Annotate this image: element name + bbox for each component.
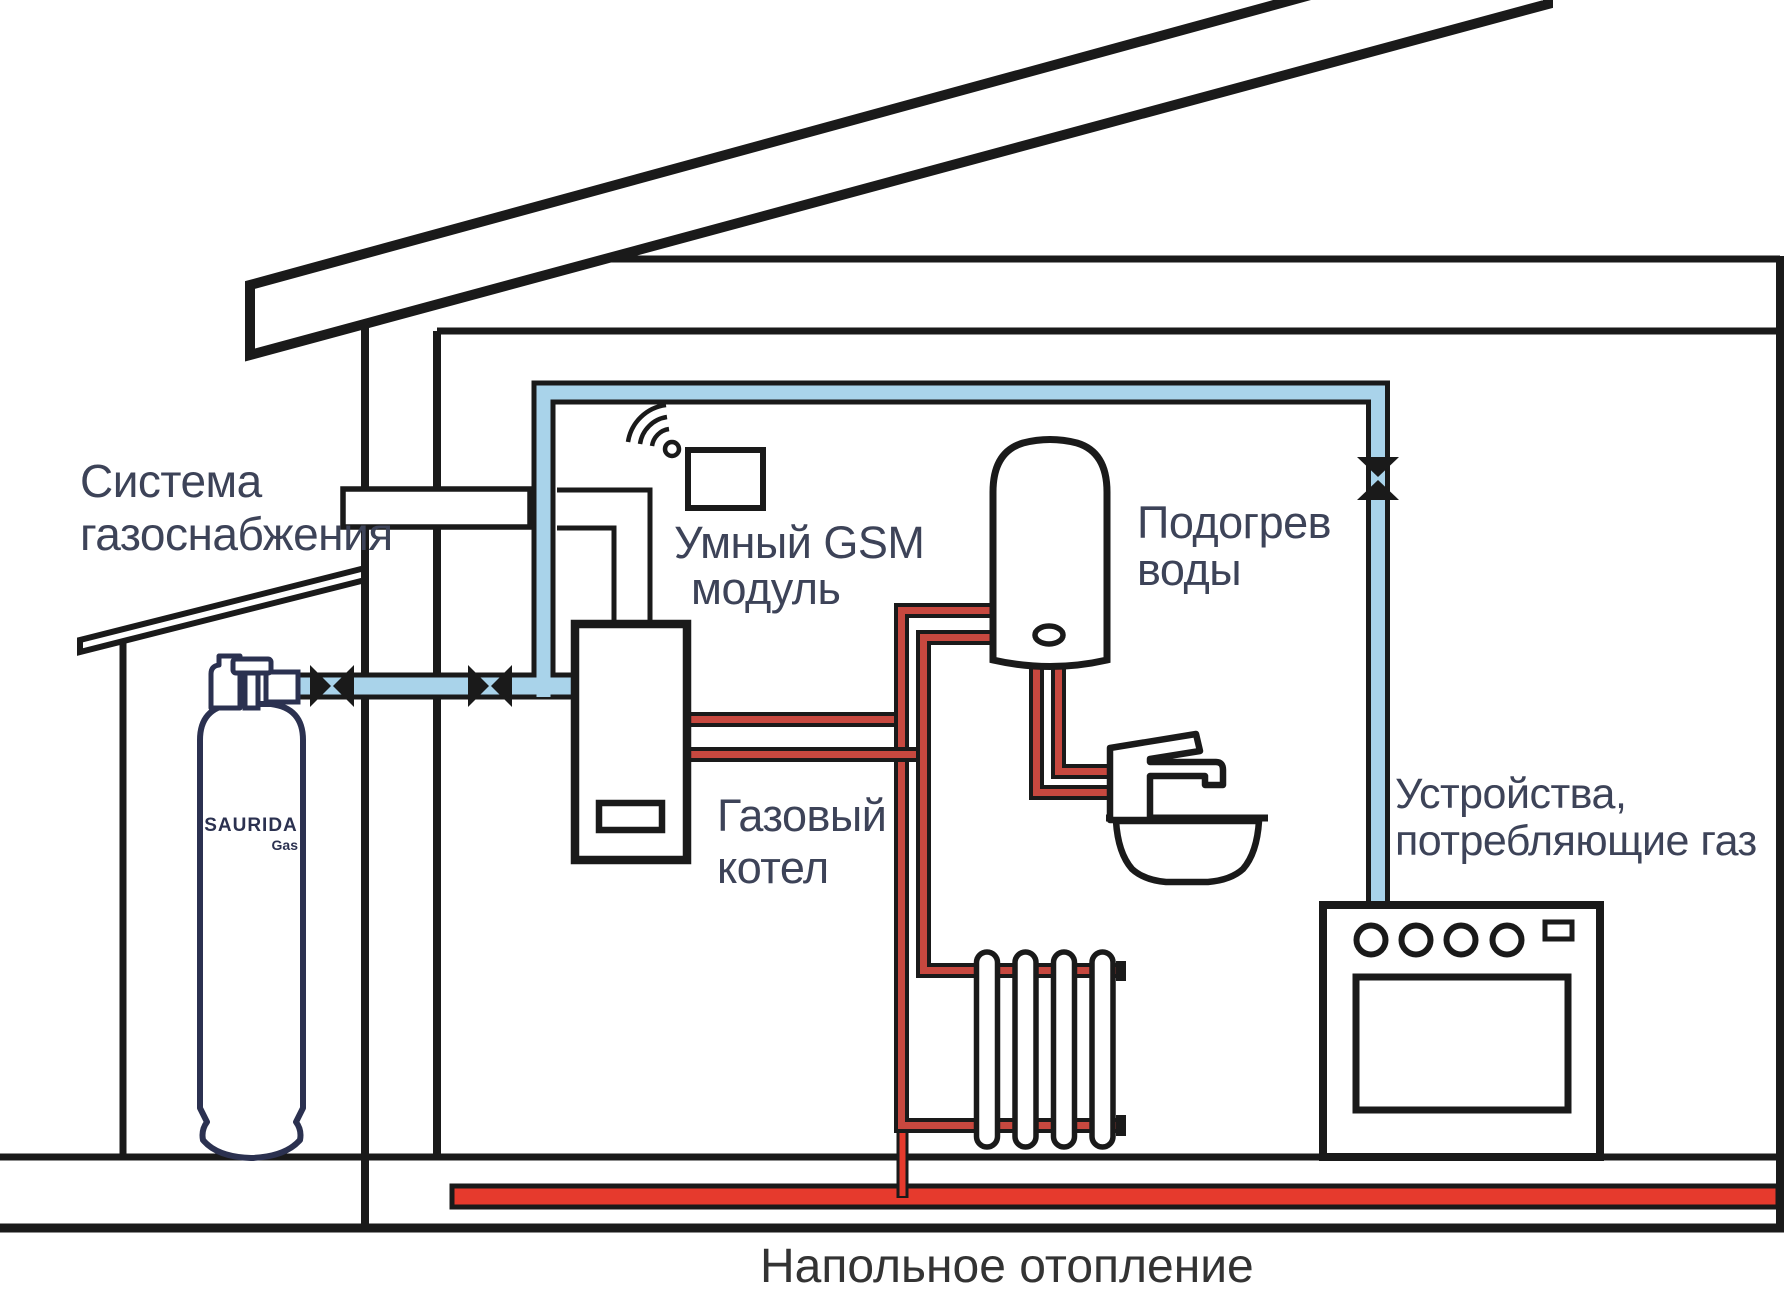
radiator-tube [1089,949,1116,1150]
radiator-tube [1050,949,1078,1150]
radiator-supply-pipe [920,634,1122,974]
ceiling-gas-pipe [536,385,1385,912]
roof-beam [245,0,1553,362]
gas-supply-label-1: Система [80,455,263,507]
stove-knob [1489,922,1525,958]
gsm-label-2: модуль [691,563,840,614]
floor-heating-pipe [449,1183,1781,1210]
boiler-body [570,619,692,865]
flue-outer [557,487,653,622]
sink-bowl [1112,817,1263,886]
boiler-label-1: Газовый [717,790,886,841]
pipe-end-cap [1116,1115,1126,1136]
cylinder-valve [208,653,301,711]
radiator-tube [1012,949,1039,1150]
gas-supply-label-2: газоснабжения [80,508,393,560]
wifi-icon [625,402,682,459]
radiator [973,949,1116,1150]
gsm-module [685,447,766,511]
gsm-module-group [625,402,766,511]
shutoff-valve-1 [310,665,354,707]
devices-label-2: потребляющие газ [1395,817,1757,865]
labels: Система газоснабжения Умный GSM модуль П… [80,455,1757,1291]
shutoff-valve-3 [1357,457,1399,500]
heating-pipes [684,603,1126,1136]
oven-door [1352,973,1572,1114]
gas-boiler [570,619,692,865]
hot-water-pipe-1 [1033,652,1116,796]
boiler-panel [595,799,666,834]
radiator-tube [973,949,1001,1150]
boiler-flue-duct [557,487,653,622]
water-heater-tank [989,436,1111,670]
stove-display [1542,919,1575,942]
wall-collar-beam [340,486,533,530]
gas-stove [1319,901,1604,1161]
shed-roof [77,564,368,656]
cylinder-brand-label: SAURIDA [204,815,298,836]
valves [310,457,1399,707]
tank-outlet [1032,623,1066,647]
hot-water-pipe-2 [1055,652,1116,775]
sink-group [1106,730,1268,886]
stove-knob [1443,922,1479,958]
water-heating-label-2: воды [1137,544,1241,595]
stove-knob [1353,922,1389,958]
heating-main-riser [898,607,1122,1129]
cylinder-body [197,701,306,1161]
gas-cylinder: SAURIDA Gas [197,653,306,1161]
floor-heating-label: Напольное отопление [760,1240,1254,1291]
tank-body [989,436,1111,670]
boiler-label-2: котел [717,842,829,893]
pipe-end-cap [1116,961,1126,981]
water-heating-label-1: Подогрев [1137,497,1331,548]
shutoff-valve-2 [468,665,512,707]
flue-inner [557,525,617,622]
devices-label-1: Устройства, [1395,770,1626,818]
faucet [1106,730,1227,824]
stove-knob [1398,922,1434,958]
gsm-label-1: Умный GSM [674,517,924,568]
cylinder-brand-sub-label: Gas [272,837,299,853]
